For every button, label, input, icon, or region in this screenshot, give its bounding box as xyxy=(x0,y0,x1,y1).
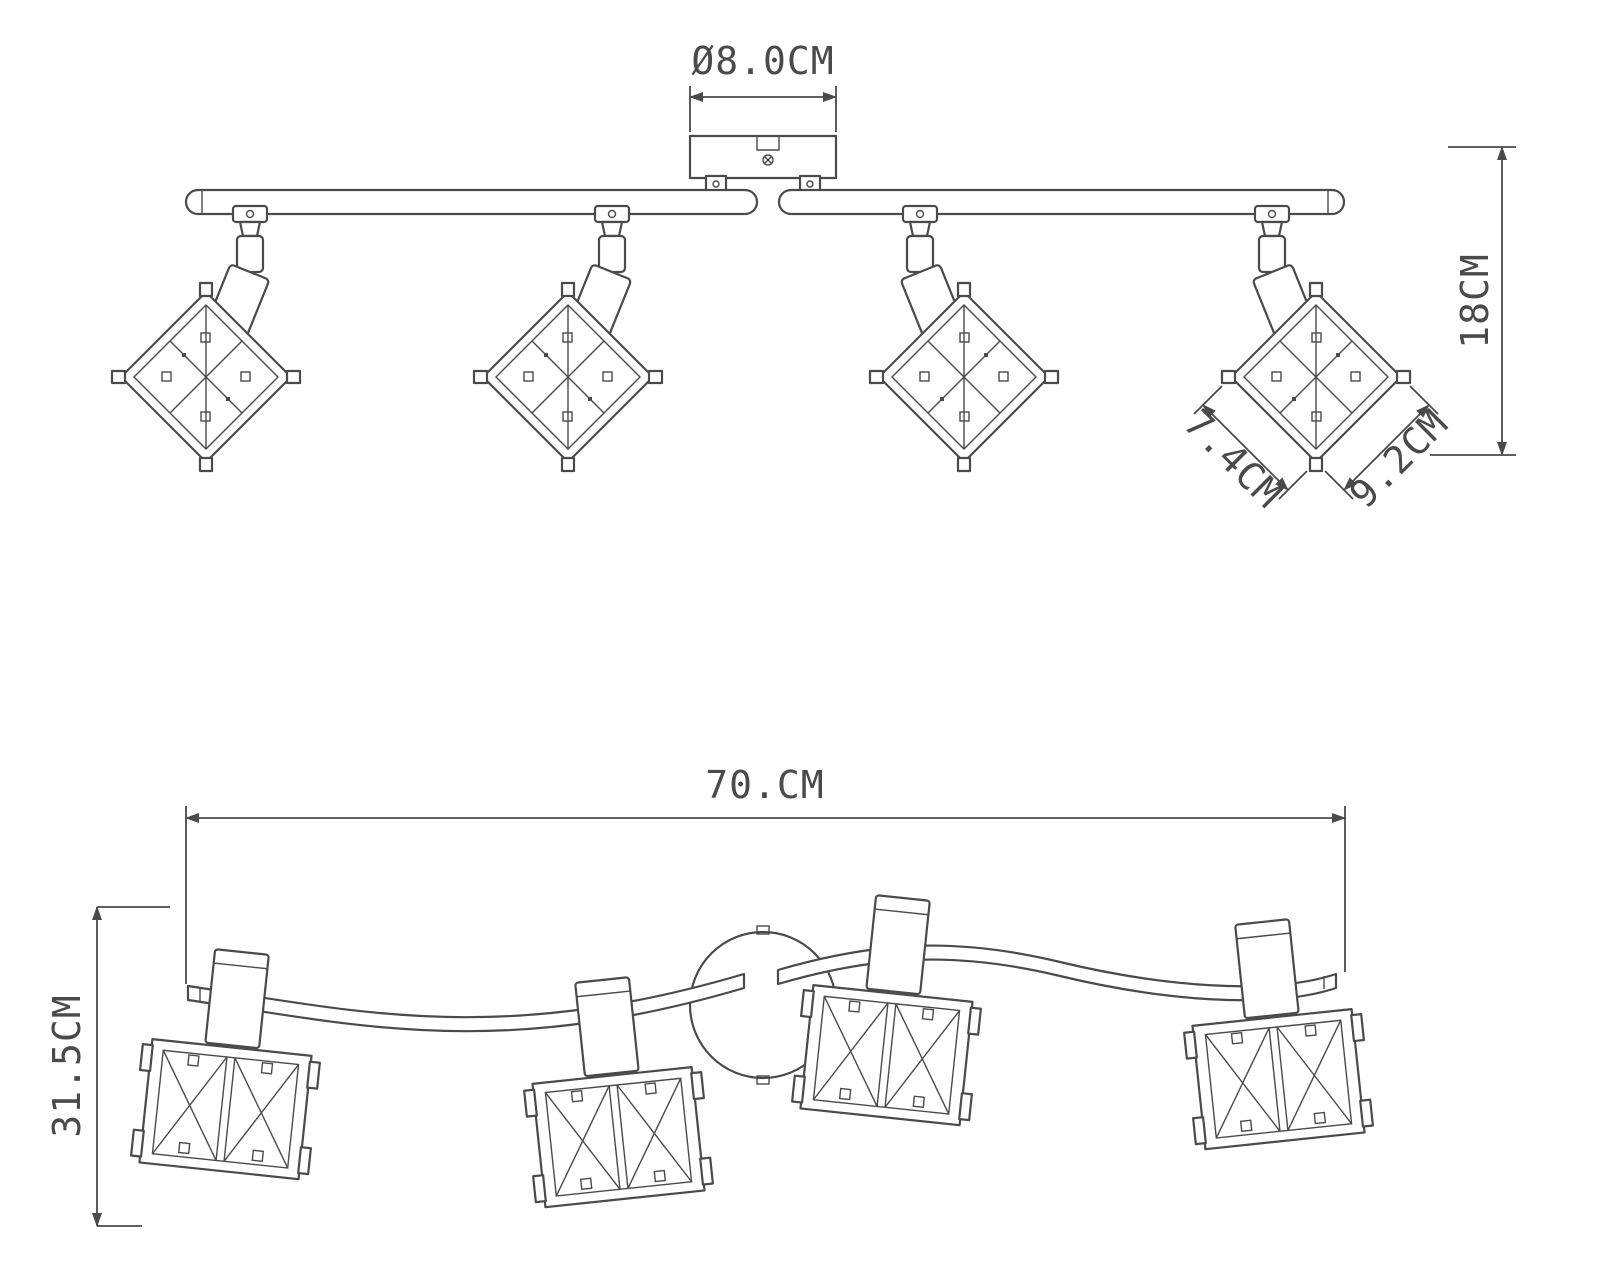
spotlight-head-1 xyxy=(110,204,302,473)
spotlight-head-4 xyxy=(1220,204,1412,473)
front-spotlight-head-3 xyxy=(790,887,993,1128)
canopy-plate xyxy=(688,134,838,193)
canopy-foot-right xyxy=(798,174,822,193)
track-bar-top xyxy=(184,188,1346,216)
canopy-foot-left xyxy=(704,174,728,193)
front-spotlight-head-4 xyxy=(1172,911,1375,1152)
track-bar-front-left xyxy=(186,972,746,1033)
dim-overall-height: 31.5CM xyxy=(45,906,170,1227)
top-view: Ø8.0CM xyxy=(110,39,1516,517)
fixture-height-label: 18CM xyxy=(1453,253,1497,349)
dim-overall-length: 70.CM xyxy=(185,763,1346,984)
dim-canopy-diameter: Ø8.0CM xyxy=(689,39,837,132)
overall-height-label: 31.5CM xyxy=(45,994,89,1137)
track-bar-left xyxy=(184,188,759,216)
overall-length-label: 70.CM xyxy=(705,763,824,807)
canopy-diameter-label: Ø8.0CM xyxy=(691,39,834,83)
front-spotlight-head-2 xyxy=(512,969,715,1210)
front-spotlight-head-1 xyxy=(129,941,332,1182)
spotlight-head-3 xyxy=(868,204,1060,473)
spotlight-head-2 xyxy=(472,204,664,473)
front-view: 70.CM 31.5CM xyxy=(45,763,1375,1227)
dim-fixture-height: 18CM xyxy=(1430,146,1516,456)
